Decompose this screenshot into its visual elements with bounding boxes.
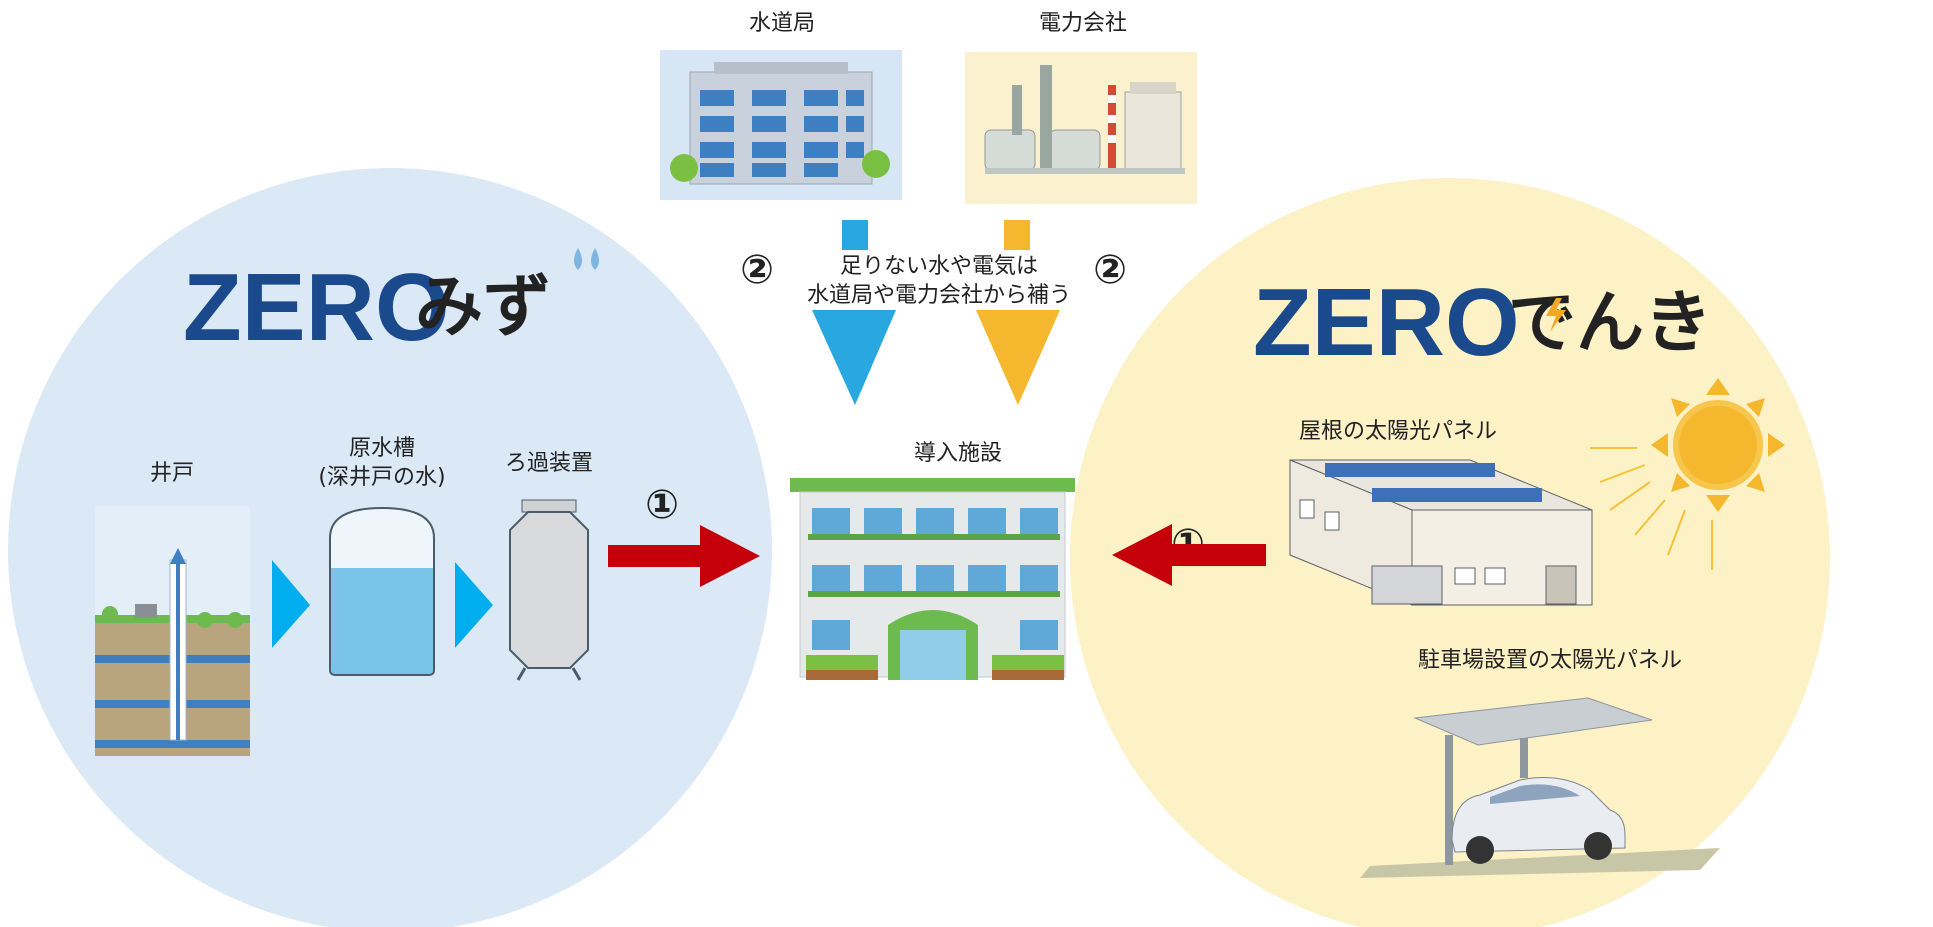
tank-icon — [329, 506, 435, 676]
carport-car-icon — [1360, 697, 1720, 878]
step-tank-label: 原水槽 — [349, 436, 415, 461]
factory-solar-icon — [1289, 459, 1593, 606]
power-to-facility-arrow — [1112, 524, 1266, 586]
water-supply-arrow — [812, 220, 896, 405]
building-icon — [660, 50, 902, 200]
well-icon — [95, 506, 250, 756]
step-arrow-2 — [455, 562, 493, 648]
zero-water-sub: みず — [415, 268, 551, 347]
water-drops-icon — [574, 248, 599, 270]
roof-solar-label: 屋根の太陽光パネル — [1299, 419, 1497, 444]
supplement-line2: 水道局や電力会社から補う — [807, 283, 1071, 308]
water-to-facility-arrow — [608, 525, 760, 587]
marker-2-right: ② — [1093, 247, 1127, 293]
water-bureau-label: 水道局 — [749, 11, 815, 36]
step-arrow-1 — [272, 560, 310, 648]
step-well-label: 井戸 — [150, 461, 194, 486]
power-plant-icon — [965, 52, 1197, 204]
facility-label: 導入施設 — [914, 441, 1002, 466]
step-filter-label: ろ過装置 — [505, 451, 593, 476]
power-supply-arrow — [976, 220, 1060, 405]
zero-water-brand: ZERO — [183, 254, 450, 361]
supplement-line1: 足りない水や電気は — [840, 254, 1038, 279]
step-tank-sublabel: (深井戸の水) — [318, 465, 445, 490]
lightning-icon — [1546, 298, 1566, 332]
zero-power-brand: ZERO — [1253, 269, 1520, 376]
filter-icon — [509, 499, 589, 681]
school-building-icon — [790, 478, 1075, 680]
carport-solar-label: 駐車場設置の太陽光パネル — [1418, 648, 1682, 673]
power-company-label: 電力会社 — [1039, 11, 1127, 36]
marker-1-water: ① — [645, 482, 679, 528]
sun-icon — [1590, 378, 1785, 570]
zero-power-sub: でんき — [1508, 284, 1712, 363]
marker-2-left: ② — [740, 247, 774, 293]
